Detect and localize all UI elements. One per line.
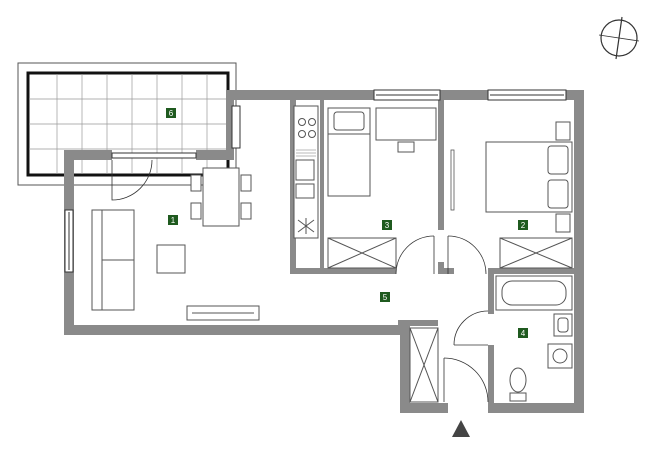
- svg-text:4: 4: [521, 329, 526, 338]
- kitchen-counter: [293, 105, 319, 239]
- dining-table: [190, 167, 252, 227]
- entrance-arrow-icon: [452, 420, 470, 437]
- toilet: [509, 367, 527, 402]
- room-label-2: 2: [518, 220, 528, 230]
- washing-machine: [547, 343, 573, 369]
- coffee-table: [156, 244, 186, 274]
- room-label-6: 6: [166, 108, 176, 118]
- svg-text:6: 6: [169, 109, 174, 118]
- windows: [64, 89, 567, 273]
- room-label-3: 3: [382, 220, 392, 230]
- svg-text:2: 2: [521, 221, 526, 230]
- tv-cabinet: [186, 305, 260, 321]
- sink-hatch: [296, 149, 316, 157]
- wall-panel: [450, 149, 455, 211]
- svg-text:1: 1: [171, 216, 176, 225]
- desk: [375, 107, 437, 153]
- room-label-5: 5: [380, 292, 390, 302]
- svg-text:3: 3: [385, 221, 390, 230]
- svg-text:5: 5: [383, 293, 388, 302]
- bathtub: [495, 275, 573, 311]
- doors: [111, 159, 489, 403]
- room-label-1: 1: [168, 215, 178, 225]
- hall-wardrobe: [409, 327, 439, 403]
- wardrobe-3: [327, 237, 397, 269]
- washbasin: [553, 313, 573, 337]
- balcony: [17, 62, 237, 186]
- compass-icon: [598, 16, 640, 60]
- room-label-4: 4: [518, 328, 528, 338]
- single-bed: [327, 107, 371, 197]
- sofa: [91, 209, 135, 311]
- wardrobe-2: [499, 237, 573, 269]
- double-bed: [485, 121, 573, 233]
